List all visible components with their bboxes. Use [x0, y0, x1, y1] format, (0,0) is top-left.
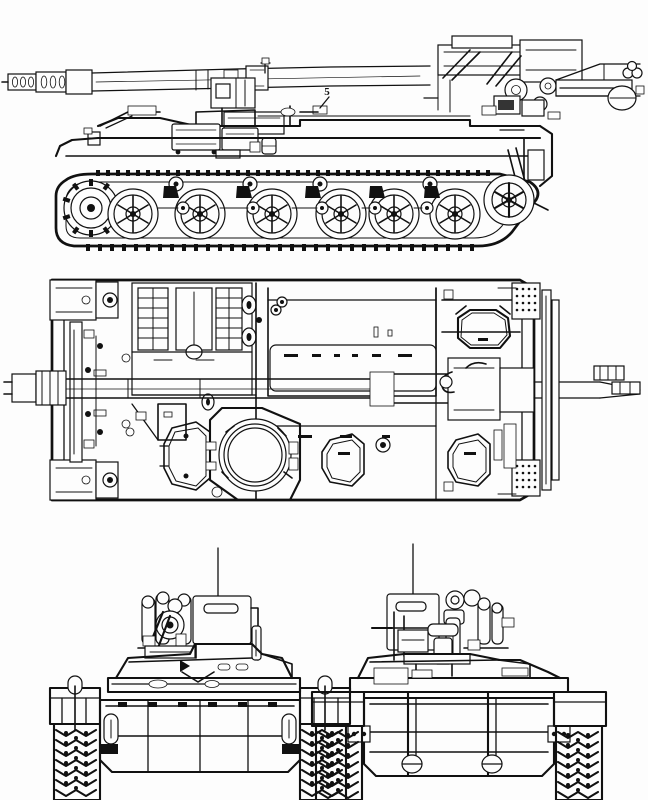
hull-superstructure [54, 105, 554, 211]
recoil-and-breech-assembly [423, 35, 645, 120]
hull-side-rails [69, 321, 131, 463]
muzzle-brake [1, 69, 93, 95]
suspension-arms [157, 186, 440, 215]
track-guards-plan [49, 279, 119, 501]
rear-deck-plan [439, 282, 560, 497]
gun-barrel-plan [3, 357, 641, 421]
track-grousers-upper [96, 170, 490, 176]
perforated-panel-dots-top [515, 287, 537, 312]
bolt-row-front [118, 702, 277, 707]
rear-idler-wheel [483, 174, 535, 226]
engine-deck-grilles [131, 282, 253, 396]
driver-area-plan [125, 394, 257, 441]
track-tread-pattern-left [54, 728, 98, 798]
gun-cluster-front [137, 591, 262, 661]
fenders-rear [310, 690, 608, 728]
track-tread-pattern-rear-right [556, 730, 600, 800]
side-elevation-view: 5 [1, 35, 645, 251]
crew-hatches-plan [159, 421, 491, 491]
front-elevation-view [48, 547, 352, 800]
callout-5-text: 5 [324, 86, 330, 98]
running-gear [54, 170, 540, 251]
tracks-rear-view [314, 724, 604, 800]
track-tread-pattern-rear-left [316, 730, 360, 800]
fenders-front [48, 675, 352, 731]
breech-cluster-rear [370, 589, 515, 677]
hull-rear-lower [347, 690, 571, 778]
plan-top-view [3, 278, 641, 502]
callout-number-5: 5 [299, 86, 330, 113]
road-wheels [107, 188, 481, 240]
tracks-front-view [52, 722, 348, 800]
rear-elevation-view [310, 543, 608, 800]
track-grousers-lower [86, 244, 474, 251]
turret-ring-hatch-plan [208, 406, 302, 502]
rear-tool-cluster-plan [593, 365, 641, 395]
